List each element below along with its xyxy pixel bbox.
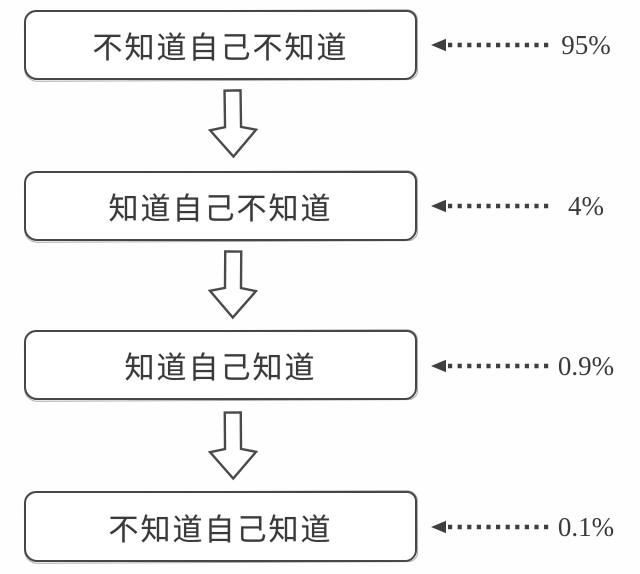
dotted-left-arrow-icon [431,359,550,373]
flow-box-label: 不知道自己知道 [108,513,333,547]
flow-box-label: 知道自己不知道 [108,193,333,226]
percent-label: 0.9% [557,351,615,381]
flow-box-step-1: 不知道自己不知道 [24,10,417,80]
flow-box-step-4: 不知道自己知道 [24,491,417,562]
dotted-left-arrow-icon [431,520,550,534]
flow-box-step-3: 知道自己知道 [24,330,417,400]
dotted-left-arrow-icon [431,199,550,213]
flow-box-label: 知道自己知道 [124,352,317,385]
percent-label: 0.1% [557,512,615,542]
dotted-left-arrow-icon [431,38,550,52]
percent-label: 95% [561,30,611,60]
down-arrow-icon [207,250,259,320]
down-arrow-icon [207,411,259,481]
flow-box-label: 不知道自己不知道 [92,32,349,65]
flow-box-step-2: 知道自己不知道 [24,171,417,241]
down-arrow-icon [207,89,259,159]
percent-label: 4% [568,191,604,221]
